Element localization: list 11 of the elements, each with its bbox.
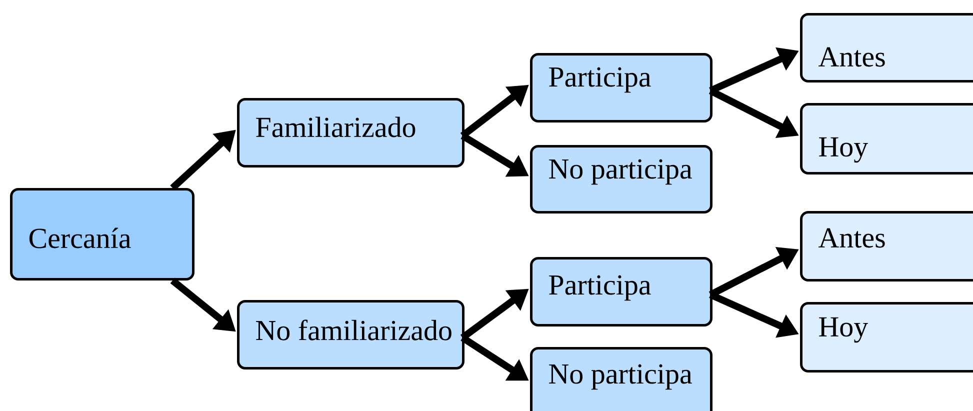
box: No familiarizado <box>237 300 464 370</box>
box: Familiarizado <box>237 98 464 168</box>
box: Cercanía <box>10 188 195 280</box>
box: Hoy <box>800 103 973 174</box>
box: Participa <box>530 53 712 122</box>
box: Antes <box>800 210 973 282</box>
box: Hoy <box>800 302 973 372</box>
box: Antes <box>800 13 973 82</box>
box: Participa <box>530 256 712 326</box>
box: No participa <box>530 145 712 214</box>
box: No participa <box>530 346 712 411</box>
